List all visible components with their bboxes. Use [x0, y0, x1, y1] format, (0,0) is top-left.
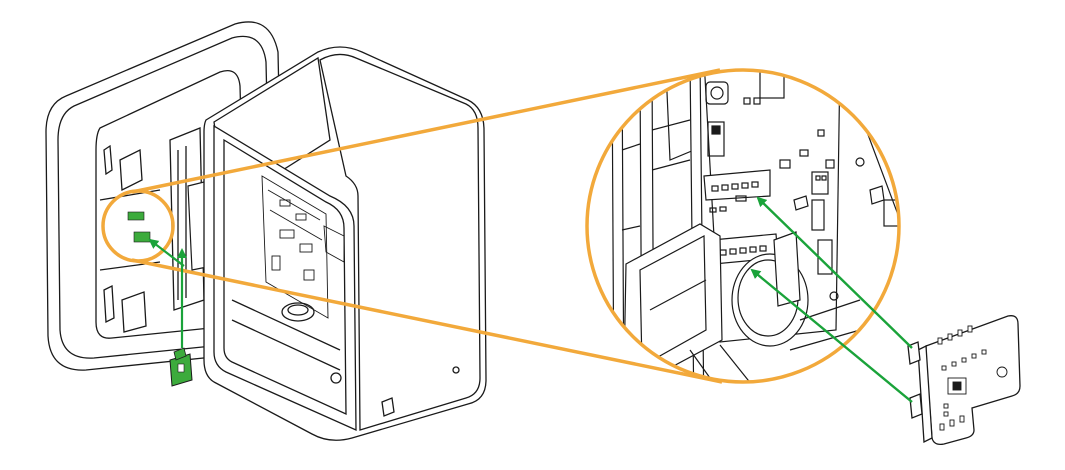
install-arrow-right-1 — [756, 196, 913, 349]
pcb-module-right — [907, 315, 1021, 446]
install-arrow-left-2 — [148, 238, 185, 267]
callout-lines — [131, 68, 723, 384]
front-enclosure-door — [203, 46, 487, 441]
magnified-detail — [585, 68, 901, 384]
small-module-left — [169, 347, 193, 387]
internal-circuit-board — [261, 175, 345, 319]
detail-callout-large — [585, 68, 901, 384]
install-arrow-right-2 — [750, 268, 913, 403]
connector-highlight-left — [127, 211, 151, 243]
